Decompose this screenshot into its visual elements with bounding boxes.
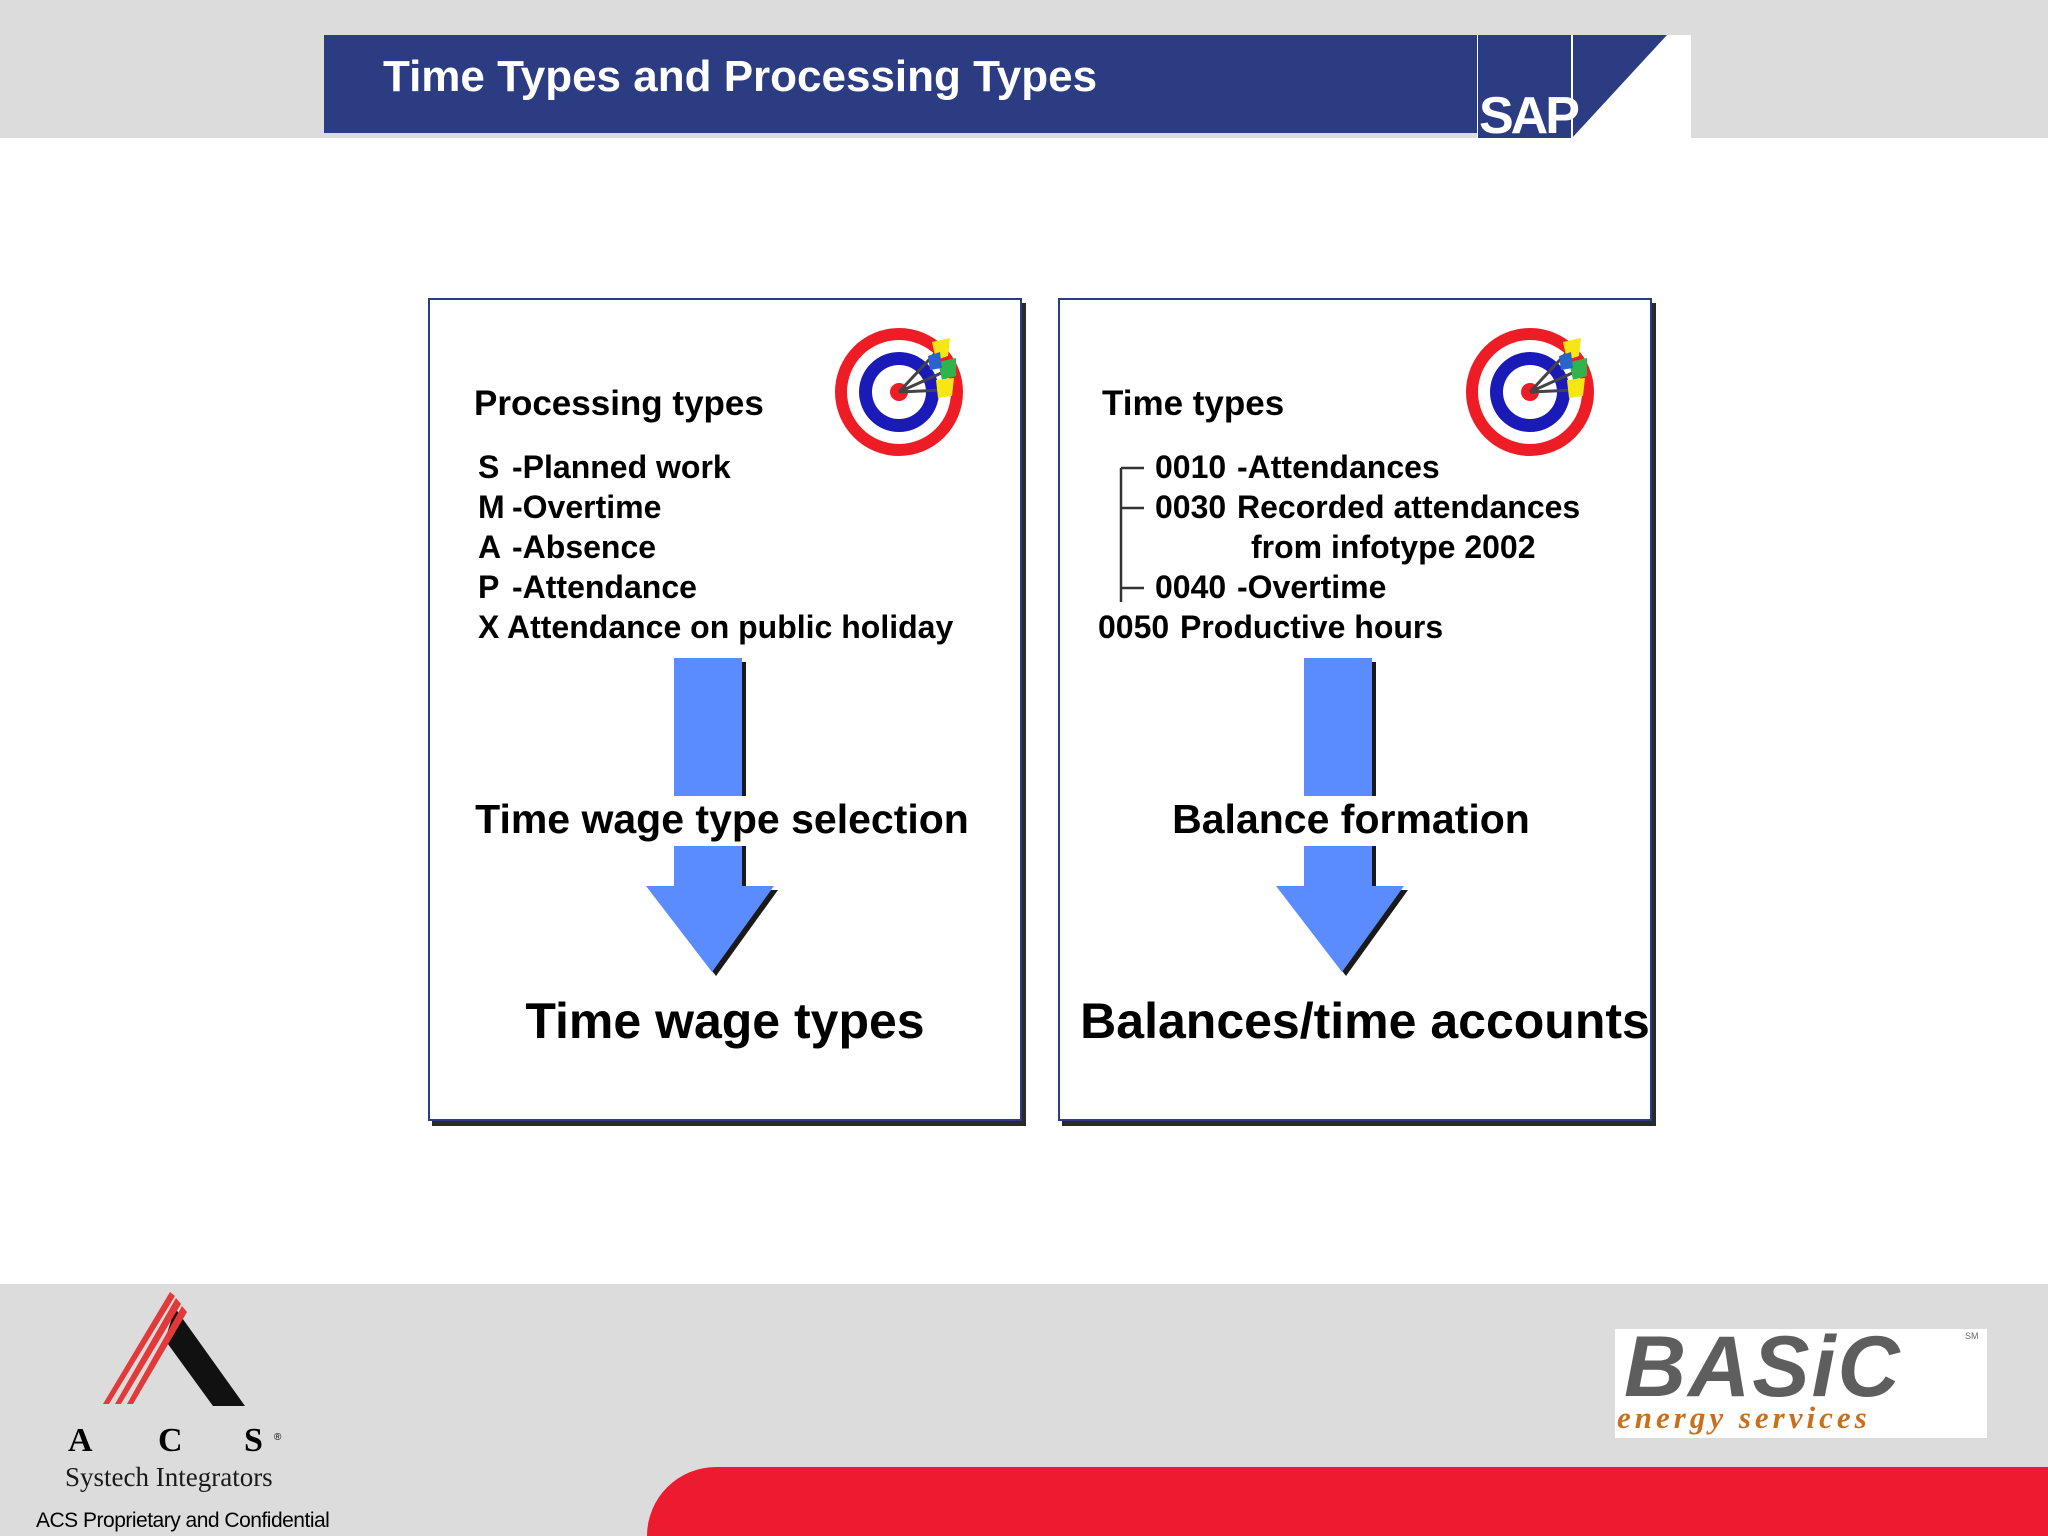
basic-logo-main: BASiC: [1624, 1319, 1902, 1415]
acs-tagline: Systech Integrators: [65, 1462, 273, 1492]
processing-code-a: A: [478, 529, 502, 565]
time-type-code-0050: 0050: [1098, 609, 1170, 645]
time-wage-type-selection-label: Time wage type selection: [466, 796, 978, 846]
time-type-label-0040: -Overtime: [1237, 569, 1387, 605]
acs-logo-icon: [103, 1292, 245, 1406]
basic-logo-sub: energy services: [1617, 1400, 1871, 1435]
confidential-notice: ACS Proprietary and Confidential: [36, 1509, 330, 1532]
acs-letter-c: C: [158, 1422, 183, 1459]
time-type-label-0010: -Attendances: [1237, 449, 1440, 485]
processing-code-m: M: [478, 489, 505, 525]
processing-label-x: Attendance on public holiday: [507, 609, 954, 645]
processing-code-s: S: [478, 449, 500, 485]
sap-logo-text: SAP: [1479, 87, 1578, 138]
basic-logo: [1615, 1329, 1987, 1438]
basic-service-mark: SM: [1965, 1331, 1979, 1341]
registered-mark: ®: [274, 1432, 282, 1443]
header-bar: [324, 35, 1477, 133]
processing-types-heading: Processing types: [474, 384, 764, 423]
target-dartboard-icon: [1466, 328, 1594, 456]
acs-letter-a: A: [68, 1422, 93, 1459]
slide-title: Time Types and Processing Types: [383, 52, 1098, 101]
time-type-code-0010: 0010: [1155, 449, 1227, 485]
time-types-bracket: [1119, 466, 1144, 602]
time-type-label-0030: Recorded attendances: [1237, 489, 1581, 525]
balance-formation-label: Balance formation: [1148, 796, 1554, 846]
time-types-heading: Time types: [1102, 384, 1285, 423]
sap-logo: SAP: [1477, 35, 1667, 138]
acs-letter-s: S: [244, 1422, 263, 1459]
processing-label-p: -Attendance: [512, 569, 697, 605]
processing-code-x: X: [478, 609, 500, 645]
processing-label-a: -Absence: [512, 529, 657, 565]
time-wage-types-label: Time wage types: [525, 993, 925, 1049]
balances-time-accounts-label: Balances/time accounts: [1080, 993, 1650, 1049]
target-dartboard-icon: [835, 328, 963, 456]
time-type-label-0030-continued: from infotype 2002: [1251, 529, 1536, 565]
time-type-code-0030: 0030: [1155, 489, 1227, 525]
footer-red-band: [647, 1467, 2048, 1536]
processing-label-s: -Planned work: [512, 449, 731, 485]
processing-code-p: P: [478, 569, 500, 605]
time-type-code-0040: 0040: [1155, 569, 1227, 605]
time-type-label-0050: Productive hours: [1180, 609, 1444, 645]
processing-label-m: -Overtime: [512, 489, 662, 525]
